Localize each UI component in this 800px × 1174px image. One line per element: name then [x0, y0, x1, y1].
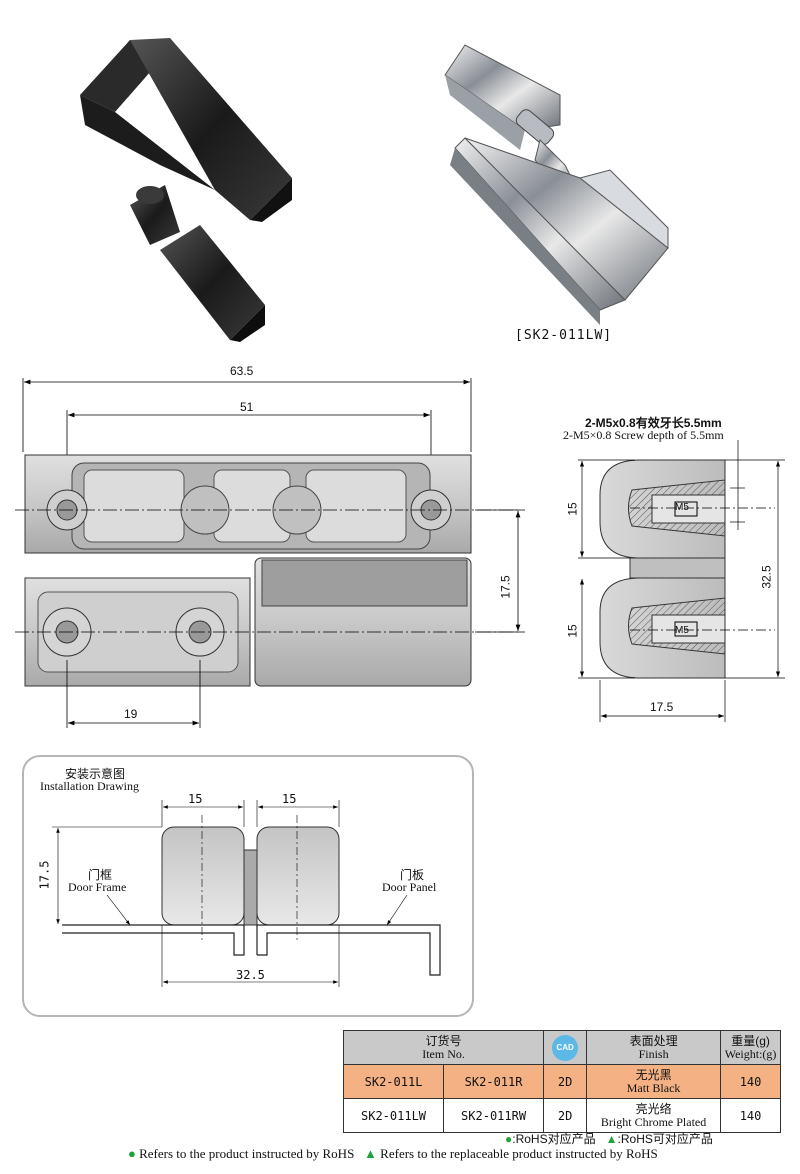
door-frame-label-cn: 门框	[88, 868, 113, 882]
install-title-en: Installation Drawing	[40, 779, 139, 793]
legend-en: ● Refers to the product instructed by Ro…	[128, 1146, 658, 1161]
green-triangle-icon: ▲	[364, 1146, 377, 1161]
header-finish: 表面处理 Finish	[586, 1030, 722, 1065]
installation-drawing	[52, 800, 441, 987]
spec-table: 订货号 Item No. CAD 表面处理 Finish 重量(g) Weigh…	[342, 1030, 781, 1133]
item-left: SK2-011L	[342, 1064, 445, 1099]
dim-side-bottom: 15	[565, 624, 580, 638]
install-dim-left: 15	[188, 792, 203, 806]
thread-label-bottom: M5	[675, 625, 689, 636]
item-right: SK2-011R	[443, 1064, 545, 1099]
table-row: SK2-011LW SK2-011RW 2D 亮光络 Bright Chrome…	[342, 1098, 781, 1133]
install-title-cn: 安装示意图	[65, 767, 126, 781]
dim-total-width: 63.5	[230, 364, 254, 378]
thread-note-cn: 2-M5x0.8有效牙长5.5mm	[585, 416, 722, 430]
dim-side-total: 32.5	[759, 565, 774, 589]
install-dim-total: 32.5	[236, 968, 265, 982]
chrome-hinge-photo	[444, 44, 669, 325]
green-circle-icon: ●	[505, 1132, 513, 1146]
front-view-drawing	[15, 378, 525, 728]
dim-front-height: 17.5	[498, 575, 513, 599]
finish-cell: 亮光络 Bright Chrome Plated	[586, 1098, 722, 1133]
cad-type: 2D	[543, 1064, 588, 1099]
legend-cn: ●:RoHS对应产品 ▲:RoHS可对应产品	[505, 1132, 713, 1146]
install-dim-right: 15	[282, 792, 297, 806]
install-dim-height: 17.5	[37, 860, 52, 890]
weight-cell: 140	[720, 1098, 781, 1133]
green-circle-icon: ●	[128, 1146, 136, 1161]
thread-note-en: 2-M5×0.8 Screw depth of 5.5mm	[563, 428, 724, 442]
weight-cell: 140	[720, 1064, 781, 1099]
black-hinge-photo	[80, 38, 292, 342]
dim-lower-hole: 19	[124, 707, 138, 721]
door-panel-label-cn: 门板	[400, 868, 425, 882]
thread-label-top: M5	[675, 502, 689, 513]
item-left: SK2-011LW	[342, 1098, 445, 1133]
door-panel-label-en: Door Panel	[382, 880, 437, 894]
door-frame-label-en: Door Frame	[68, 880, 127, 894]
finish-cell: 无光黑 Matt Black	[586, 1064, 722, 1099]
header-item: 订货号 Item No.	[342, 1030, 545, 1065]
cad-icon: CAD	[552, 1034, 579, 1061]
table-row: SK2-011L SK2-011R 2D 无光黑 Matt Black 140	[342, 1064, 781, 1099]
dim-side-width: 17.5	[650, 700, 674, 714]
installation-panel	[22, 755, 474, 1017]
table-header-row: 订货号 Item No. CAD 表面处理 Finish 重量(g) Weigh…	[342, 1030, 781, 1065]
side-view-drawing	[578, 440, 785, 722]
product-photos	[80, 38, 669, 342]
green-triangle-icon: ▲	[605, 1132, 618, 1146]
photo-caption: [SK2-011LW]	[515, 328, 613, 343]
dim-side-top: 15	[565, 502, 580, 516]
cad-type: 2D	[543, 1098, 588, 1133]
header-cad: CAD	[543, 1030, 588, 1065]
item-right: SK2-011RW	[443, 1098, 545, 1133]
header-weight: 重量(g) Weight:(g)	[720, 1030, 781, 1065]
dim-hole-spacing: 51	[240, 400, 254, 414]
